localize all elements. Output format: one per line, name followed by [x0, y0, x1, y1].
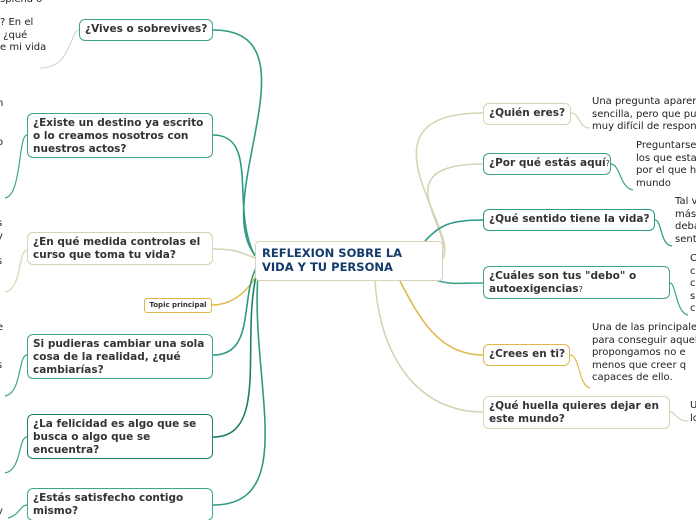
topic-sentido[interactable]: ¿Qué sentido tiene la vida?	[483, 209, 655, 231]
floating-topic-label: Topic principal	[149, 301, 207, 309]
note-fragment: y	[0, 506, 5, 520]
note-fragment: n	[0, 98, 4, 109]
topic-crees[interactable]: ¿Crees en ti?	[483, 344, 570, 366]
central-topic-label: REFLEXION SOBRE LA VIDA Y TU PERSONA	[262, 246, 403, 274]
note-sentido: Tal v más deba sent	[675, 196, 696, 245]
note-fragment: s	[0, 256, 5, 270]
topic-satisfecho[interactable]: ¿Estás satisfecho contigo mismo?	[27, 488, 213, 520]
link-debo	[435, 279, 484, 285]
link-crees	[399, 280, 484, 356]
topic-label: ¿La felicidad es algo que se busca o alg…	[33, 418, 197, 456]
central-topic[interactable]: REFLEXION SOBRE LA VIDA Y TU PERSONA	[255, 241, 443, 281]
topic-cambiar[interactable]: Si pudieras cambiar una sola cosa de la …	[27, 334, 213, 379]
topic-felicidad[interactable]: ¿La felicidad es algo que se busca o alg…	[27, 414, 213, 459]
note-debo: C c c s c	[690, 253, 696, 314]
topic-label: ¿Qué sentido tiene la vida?	[489, 213, 650, 225]
link-cambiar	[212, 267, 257, 356]
link-porque	[427, 163, 484, 260]
topic-porque[interactable]: ¿Por qué estás aquí?	[483, 153, 611, 175]
note-fragment: s y	[0, 218, 5, 246]
note-quien: Una pregunta aparentemente sencilla, per…	[592, 96, 696, 132]
link-topic	[211, 274, 258, 306]
floating-topic[interactable]: Topic principal	[144, 298, 212, 313]
topic-label: ¿Quién eres?	[489, 107, 566, 119]
topic-label: ¿Estás satisfecho contigo mismo?	[33, 492, 184, 517]
link-felicidad	[212, 271, 258, 438]
topic-label: ¿En qué medida controlas el curso que to…	[33, 236, 201, 261]
link-destino	[212, 134, 256, 257]
note-fragment: e	[0, 322, 4, 333]
link-vives	[212, 29, 263, 256]
topic-suffix: ?	[578, 285, 583, 294]
note-crees: Una de las principales para conseguir aq…	[592, 322, 696, 383]
link-sentido	[424, 219, 484, 242]
link-controlas	[212, 248, 256, 259]
note-fragment: splena o	[0, 0, 60, 8]
link-satisfecho	[212, 274, 266, 506]
link-quien	[415, 112, 484, 259]
topic-label: ¿Por qué estás aquí	[489, 157, 606, 169]
topic-debo[interactable]: ¿Cuáles son tus "debo" o autoexigencias?	[483, 266, 670, 299]
topic-label: ¿Vives o sobrevives?	[85, 23, 208, 35]
topic-label: Si pudieras cambiar una sola cosa de la …	[33, 338, 205, 376]
topic-suffix: ?	[605, 159, 610, 168]
topic-controlas[interactable]: ¿En qué medida controlas el curso que to…	[27, 232, 213, 265]
note-fragment: o	[0, 137, 4, 148]
note-fragment: s	[0, 360, 5, 374]
topic-huella[interactable]: ¿Qué huella quieres dejar en este mundo?	[483, 396, 670, 429]
topic-destino[interactable]: ¿Existe un destino ya escrito o lo cream…	[27, 113, 213, 158]
note-fragment: ? En el ¿qué e mi vida	[0, 17, 47, 53]
topic-label: ¿Cuáles son tus "debo" o autoexigencias	[489, 270, 637, 295]
note-porque: Preguntarse los que esta por el que h mu…	[636, 140, 696, 189]
topic-label: ¿Qué huella quieres dejar en este mundo?	[489, 400, 659, 425]
topic-label: ¿Crees en ti?	[489, 348, 566, 360]
topic-quien[interactable]: ¿Quién eres?	[483, 103, 571, 125]
topic-vives[interactable]: ¿Vives o sobrevives?	[79, 19, 213, 41]
note-huella: U lo	[690, 400, 696, 424]
topic-label: ¿Existe un destino ya escrito o lo cream…	[33, 117, 204, 155]
link-huella	[374, 280, 484, 413]
